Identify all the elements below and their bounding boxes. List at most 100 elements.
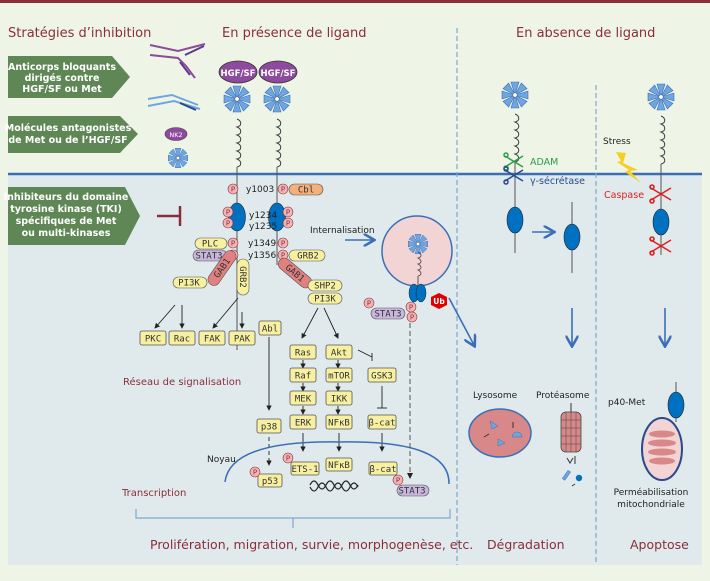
svg-text:P: P	[253, 469, 257, 477]
node-pak	[228, 330, 256, 346]
header-without-ligand: En absence de ligand	[516, 26, 655, 41]
svg-text:ETS-1: ETS-1	[291, 465, 318, 475]
svg-text:P: P	[367, 300, 371, 308]
svg-text:MEK: MEK	[295, 395, 312, 405]
node-p53	[257, 473, 283, 488]
lysosome-label: Lysosome	[473, 391, 518, 401]
node-abl	[258, 320, 282, 336]
lightning-icon	[616, 152, 641, 183]
svg-text:GRB2: GRB2	[237, 266, 247, 288]
svg-text:spécifiques de Met: spécifiques de Met	[16, 216, 117, 227]
caspase-scissors-icon	[649, 184, 672, 256]
svg-text:de Met ou de l’HGF/SF: de Met ou de l’HGF/SF	[8, 135, 127, 146]
svg-text:ERK: ERK	[295, 419, 312, 429]
residue-y1234: y1234	[249, 211, 278, 221]
node-rac	[168, 330, 196, 346]
caspase-label: Caspase	[604, 190, 644, 201]
phospho-sites	[222, 183, 294, 261]
svg-text:P: P	[409, 304, 413, 312]
svg-text:p53: p53	[262, 477, 278, 487]
svg-text:Cbl: Cbl	[298, 186, 314, 196]
svg-text:β-cat: β-cat	[369, 465, 396, 475]
svg-text:p38: p38	[261, 423, 277, 433]
stress-label: Stress	[603, 137, 631, 147]
svg-text:HGF/SF: HGF/SF	[221, 69, 256, 79]
svg-text:FAK: FAK	[204, 335, 221, 345]
node-mtor	[325, 367, 353, 383]
svg-text:Abl: Abl	[262, 325, 278, 335]
dna-icon	[309, 480, 359, 490]
met-receptor-right: HGF/SF	[258, 60, 298, 265]
svg-text:Raf: Raf	[295, 372, 311, 382]
svg-text:P: P	[226, 220, 230, 228]
nucleus-envelope	[224, 441, 450, 485]
mitochondrion-icon	[641, 417, 683, 481]
adaptor-shp2: SHP2	[307, 279, 343, 292]
outcome-signaling: Prolifération, migration, survie, morpho…	[150, 537, 473, 552]
svg-text:P: P	[396, 477, 400, 485]
met-receptor-shedding	[501, 81, 581, 345]
svg-text:PAK: PAK	[234, 335, 251, 345]
svg-text:ou multi-kinases: ou multi-kinases	[22, 228, 111, 239]
lysosome-icon	[468, 408, 532, 458]
svg-text:P: P	[281, 252, 285, 260]
svg-text:P: P	[231, 240, 235, 248]
svg-text:Inhibiteurs du domaine: Inhibiteurs du domaine	[4, 192, 129, 203]
node-mek	[289, 390, 317, 406]
svg-text:P: P	[226, 209, 230, 217]
top-frame-bar	[0, 0, 710, 3]
adaptor-grb2-right: GRB2	[288, 249, 326, 262]
svg-text:P: P	[231, 186, 235, 194]
svg-text:P: P	[281, 240, 285, 248]
p40-met-fragment	[667, 382, 685, 422]
svg-text:β-cat: β-cat	[368, 419, 395, 429]
adaptor-cbl: Cbl	[288, 183, 324, 196]
transcription-label: Transcription	[121, 488, 186, 499]
node-bcat	[367, 414, 397, 430]
node-nfkb-nuclear	[325, 457, 353, 472]
svg-text:IKK: IKK	[331, 395, 348, 405]
svg-text:Rac: Rac	[174, 335, 190, 345]
adaptor-pi3k-right: PI3K	[307, 292, 343, 305]
svg-text:SHP2: SHP2	[314, 282, 336, 292]
svg-text:GSK3: GSK3	[371, 372, 393, 382]
svg-text:GRB2: GRB2	[297, 252, 319, 262]
adam-label: ADAM	[530, 157, 558, 168]
node-pkc	[139, 330, 167, 346]
node-erk	[289, 414, 317, 430]
signal-arrows	[154, 297, 387, 466]
svg-text:HGF/SF ou Met: HGF/SF ou Met	[22, 84, 102, 95]
strategy-tki: Inhibiteurs du domaine tyrosine kinase (…	[4, 187, 140, 245]
endosome	[381, 215, 453, 303]
nuclear-phospho	[249, 452, 404, 486]
svg-text:PKC: PKC	[145, 335, 161, 345]
node-nfkb	[325, 414, 353, 430]
header-strategies: Stratégies d’inhibition	[8, 26, 151, 41]
endosome-stat3: P STAT3 P P	[363, 297, 418, 323]
svg-text:PI3K: PI3K	[314, 295, 336, 305]
residue-y1235: y1235	[249, 222, 277, 232]
permeabilisation-label-1: Perméabilisation	[614, 487, 689, 498]
inhibition-icon	[157, 206, 182, 226]
svg-text:mTOR: mTOR	[328, 372, 350, 382]
residue-y1356: y1356	[248, 251, 277, 261]
svg-text:tyrosine kinase (TKI): tyrosine kinase (TKI)	[10, 204, 122, 215]
internalisation-label: Internalisation	[310, 226, 375, 236]
adaptor-pi3k-left: PI3K	[172, 276, 208, 289]
svg-text:NFκB: NFκB	[328, 419, 350, 429]
effector-nodes	[139, 320, 398, 488]
bracket	[135, 509, 451, 528]
svg-text:Ras: Ras	[295, 349, 311, 359]
svg-text:Molécules antagonistes: Molécules antagonistes	[5, 123, 132, 134]
outcome-apoptosis: Apoptose	[630, 537, 689, 552]
node-akt	[325, 344, 353, 360]
met-receptor-caspase	[647, 83, 675, 345]
gamma-secretase-label: γ-sécrétase	[530, 176, 585, 187]
met-receptor-left: HGF/SF	[218, 60, 258, 350]
residue-y1349: y1349	[248, 239, 277, 249]
adaptor-grb2-left: GRB2	[236, 258, 250, 296]
svg-text:P: P	[286, 455, 290, 463]
svg-text:NFκB: NFκB	[328, 461, 350, 471]
svg-text:P: P	[281, 186, 285, 194]
